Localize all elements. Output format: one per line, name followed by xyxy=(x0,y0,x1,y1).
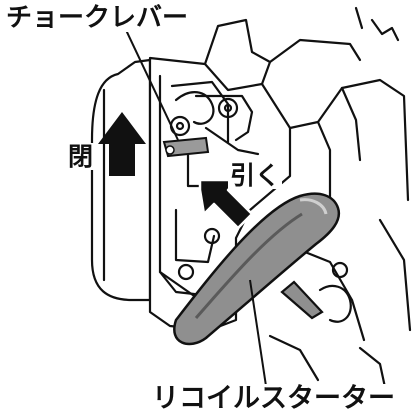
up-arrow-icon xyxy=(98,112,146,176)
recoil-starter-grip xyxy=(173,192,341,346)
pull-label: 引く xyxy=(228,161,283,190)
choke-lever xyxy=(162,136,210,158)
choke-lever-label: チョークレバー xyxy=(4,3,191,33)
leader-lines xyxy=(125,29,267,387)
close-label: 閉 xyxy=(66,142,96,171)
recoil-starter-label: リコイルスターター xyxy=(150,383,397,414)
pull-arrow-icon xyxy=(198,178,254,230)
engine-body xyxy=(90,6,412,394)
